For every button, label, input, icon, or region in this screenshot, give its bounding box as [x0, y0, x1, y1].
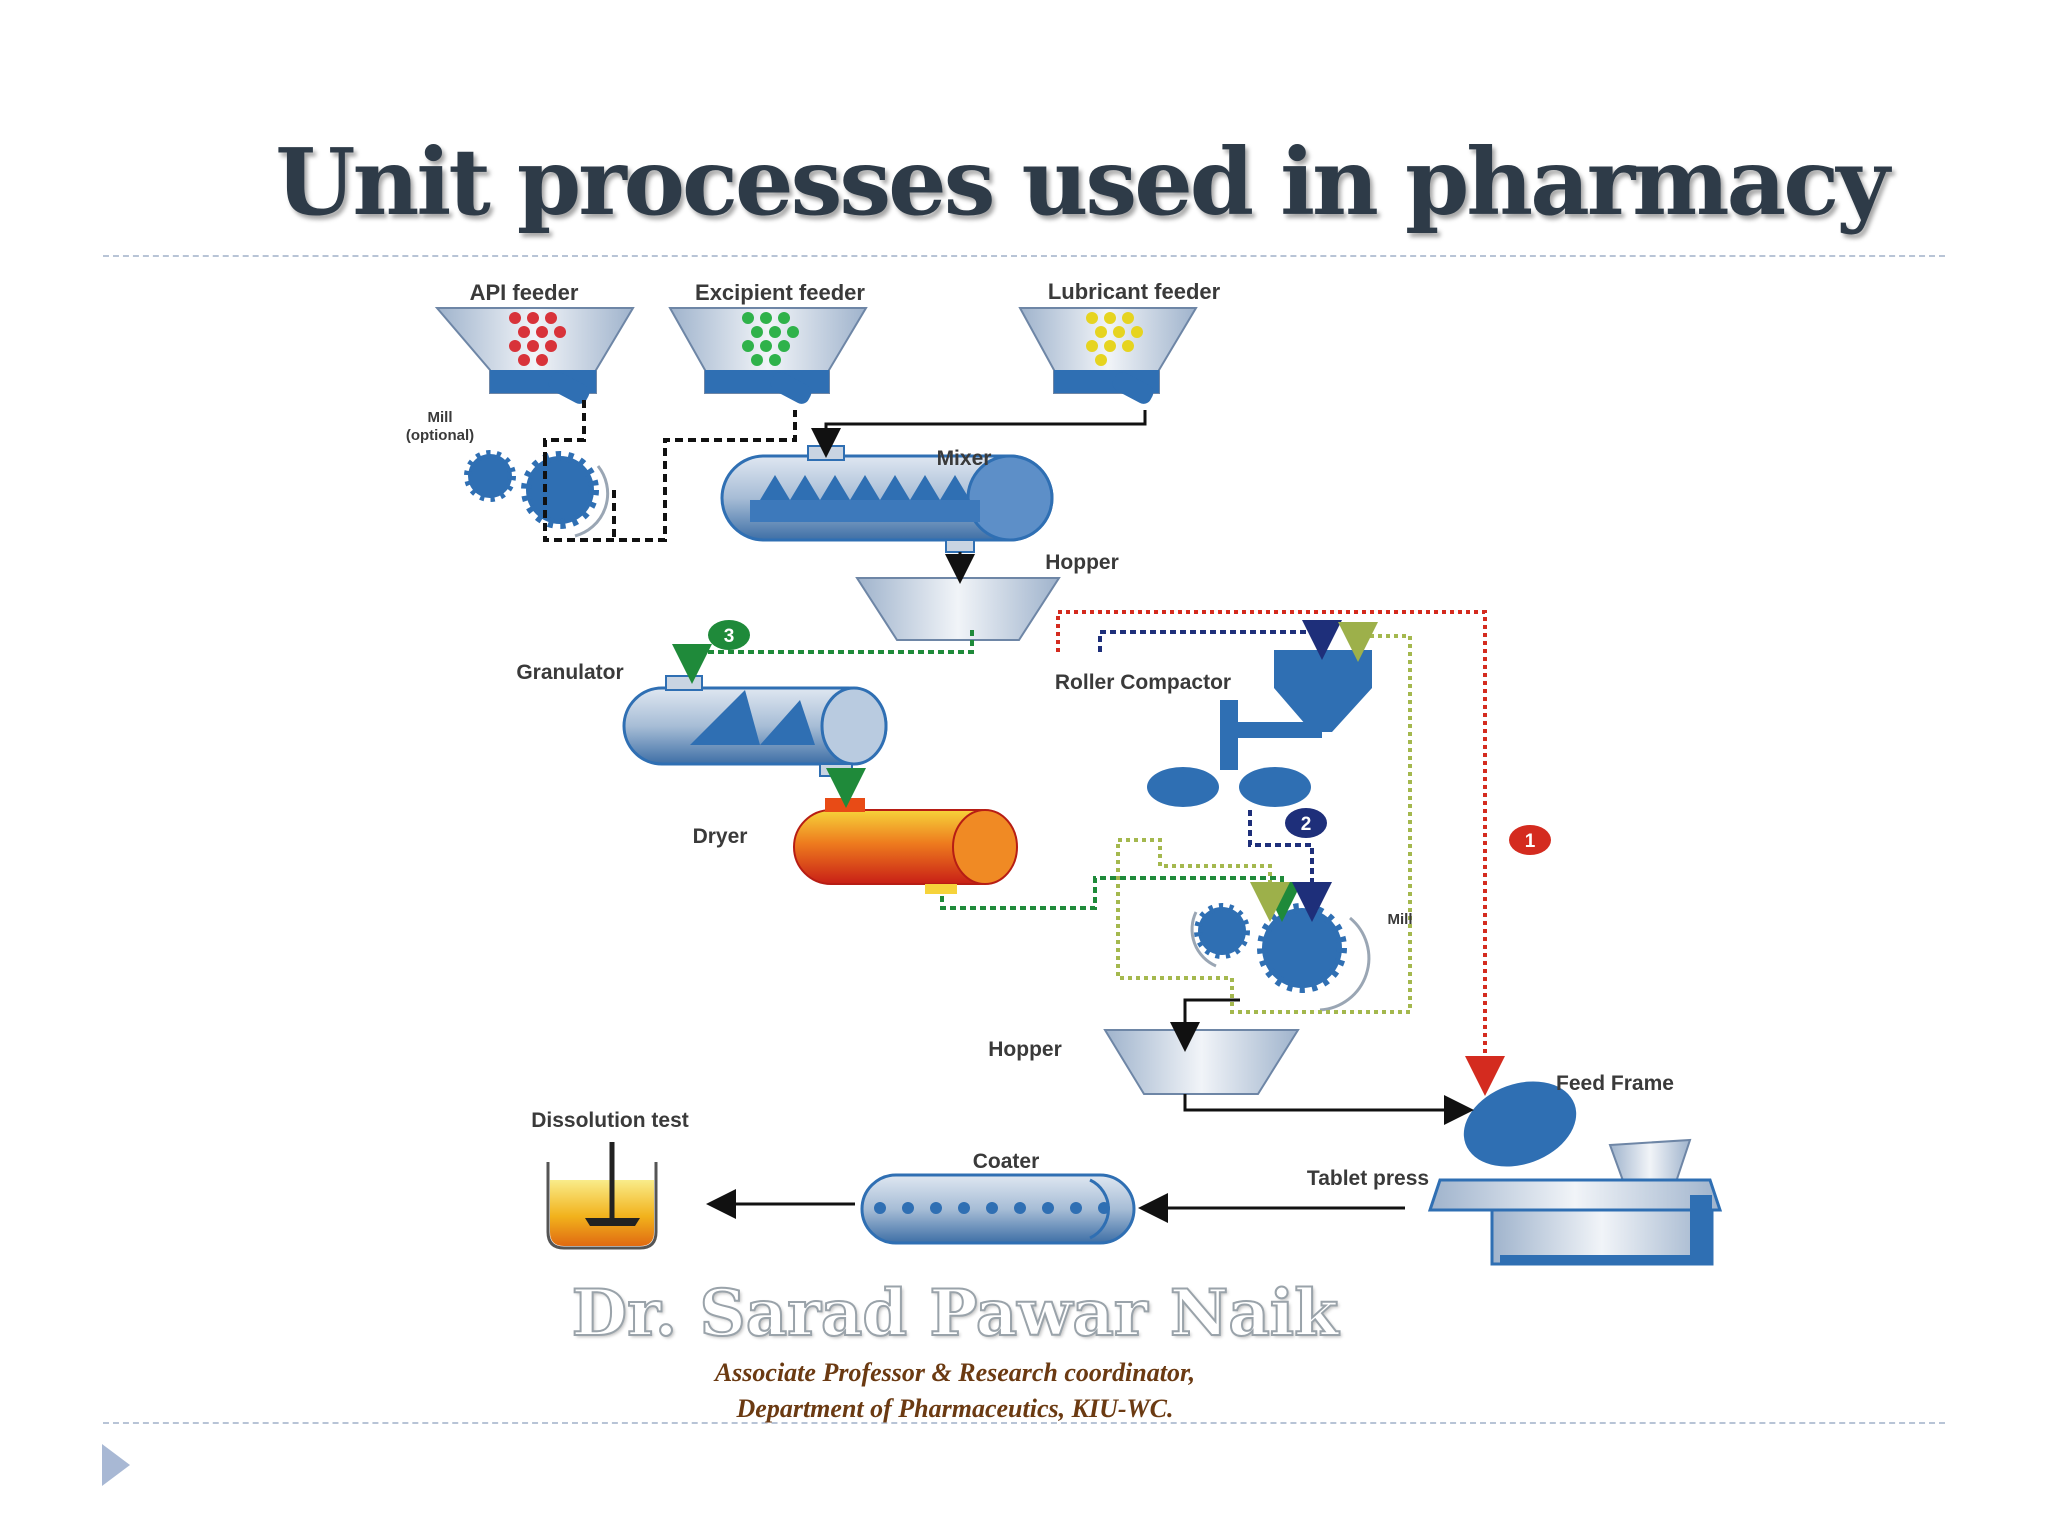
label-roller-compactor: Roller Compactor [1055, 671, 1231, 694]
route-badge-3-text: 3 [724, 626, 735, 647]
excipient-feeder [668, 307, 868, 404]
roller-compactor [1147, 650, 1372, 807]
route-badge-2-text: 2 [1301, 814, 1312, 835]
slide-title: Unit processes used in pharmacy [275, 128, 1889, 236]
dryer [793, 798, 1018, 894]
top-divider [103, 255, 1945, 257]
label-feed-frame: Feed Frame [1556, 1072, 1674, 1095]
dashed-feed-lines [543, 400, 797, 542]
credit-line-2: Department of Pharmaceutics, KIU-WC. [736, 1394, 1174, 1423]
lubricant-route-line [1116, 622, 1412, 1014]
credit-line-1: Associate Professor & Research coordinat… [714, 1358, 1196, 1387]
route-badge-2: 2 [1285, 808, 1327, 838]
mixer [720, 445, 1054, 553]
label-mixer: Mixer [937, 447, 992, 470]
route-1-line [1056, 610, 1505, 1096]
hopper-top [855, 577, 1061, 641]
route-badge-1: 1 [1509, 825, 1551, 855]
route-badge-3: 3 [708, 620, 750, 650]
label-api-feeder: API feeder [470, 280, 579, 305]
coater [860, 1173, 1136, 1245]
label-granulator: Granulator [516, 661, 623, 684]
bottom-divider [103, 1422, 1945, 1424]
label-excipient-feeder: Excipient feeder [695, 280, 865, 305]
route-2-line [1098, 620, 1342, 922]
feed-frame [1463, 1081, 1577, 1167]
dissolution-vessel [546, 1142, 658, 1250]
label-coater: Coater [973, 1150, 1040, 1173]
route-badge-1-text: 1 [1525, 831, 1536, 852]
hopper-bottom [1103, 1029, 1300, 1095]
author-watermark: Dr. Sarad Pawar Naik [571, 1275, 1340, 1352]
solid-flow-lines [706, 410, 1474, 1223]
label-dissolution-test: Dissolution test [531, 1109, 689, 1132]
label-dryer: Dryer [693, 825, 748, 848]
label-mill: Mill [1388, 911, 1413, 928]
label-mill-optional-line1: Mill [428, 409, 453, 426]
optional-mill [464, 450, 610, 538]
mill-bottom [1190, 903, 1371, 1012]
tablet-press [1427, 1138, 1723, 1266]
triangle-right-icon [102, 1444, 130, 1486]
granulator [622, 675, 888, 777]
route-3-line [672, 630, 1302, 922]
lubricant-feeder [1018, 307, 1198, 404]
label-hopper-bottom: Hopper [988, 1038, 1062, 1061]
label-hopper-top: Hopper [1045, 551, 1119, 574]
label-lubricant-feeder: Lubricant feeder [1048, 279, 1221, 304]
label-mill-optional-line2: (optional) [406, 427, 474, 444]
api-feeder [434, 307, 635, 404]
label-tablet-press: Tablet press [1307, 1167, 1429, 1190]
